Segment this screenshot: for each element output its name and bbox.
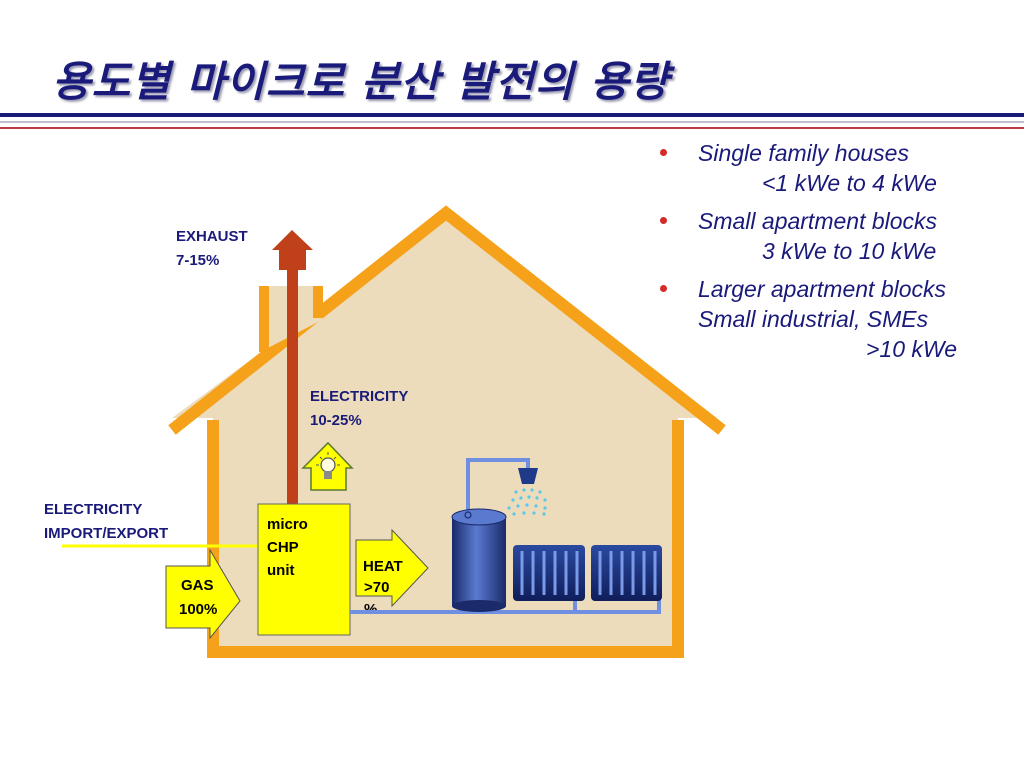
chp-label-line1: micro xyxy=(267,516,308,533)
list-item: Small apartment blocks 3 kWe to 10 kWe xyxy=(660,206,1020,266)
radiator-2 xyxy=(591,545,662,601)
bullet-icon xyxy=(660,217,667,224)
heat-value: >70 xyxy=(364,579,389,596)
heat-unit: % xyxy=(364,601,377,618)
gas-value: 100% xyxy=(179,601,217,618)
title-rule-red xyxy=(0,127,1024,129)
title-rule-gray xyxy=(0,121,1024,123)
flue-pipe xyxy=(287,268,298,504)
chp-label-line2: CHP xyxy=(267,539,299,556)
heat-label: HEAT xyxy=(363,558,403,575)
capacity-list: Single family houses <1 kWe to 4 kWe Sma… xyxy=(660,138,1020,372)
house-roof-outline xyxy=(168,205,726,435)
bullet-line2: 3 kWe to 10 kWe xyxy=(762,238,937,264)
grid-label-line1: ELECTRICITY xyxy=(44,501,142,518)
shower-water-drops xyxy=(507,488,547,516)
bullet-line2: <1 kWe to 4 kWe xyxy=(762,170,937,196)
gas-label: GAS xyxy=(181,577,214,594)
list-item: Single family houses <1 kWe to 4 kWe xyxy=(660,138,1020,198)
bullet-icon xyxy=(660,149,667,156)
electricity-label: ELECTRICITY xyxy=(310,388,408,405)
exhaust-label: EXHAUST xyxy=(176,228,248,245)
house-wall-outline xyxy=(207,420,684,658)
bullet-line2: Small industrial, SMEs xyxy=(698,306,929,332)
bullet-line3: >10 kWe xyxy=(866,336,957,362)
radiator-1 xyxy=(513,545,585,601)
electricity-value: 10-25% xyxy=(310,412,362,429)
shower-head-icon xyxy=(518,468,538,484)
exhaust-arrow xyxy=(272,230,313,270)
bullet-line1: Single family houses xyxy=(698,140,909,166)
list-item: Larger apartment blocks Small industrial… xyxy=(660,274,1020,364)
heating-pipes xyxy=(350,458,661,614)
exhaust-value: 7-15% xyxy=(176,252,219,269)
lightbulb-icon xyxy=(316,452,340,479)
grid-label-line2: IMPORT/EXPORT xyxy=(44,525,168,542)
hot-water-tank xyxy=(451,508,507,612)
gas-arrow xyxy=(165,548,241,640)
bullet-icon xyxy=(660,285,667,292)
chp-unit-box xyxy=(257,503,351,636)
page-title: 용도별 마이크로 분산 발전의 용량 xyxy=(52,57,670,106)
bullet-line1: Small apartment blocks xyxy=(698,208,938,234)
title-rule-dark xyxy=(0,113,1024,117)
chp-label-line3: unit xyxy=(267,562,295,579)
bullet-line1: Larger apartment blocks xyxy=(698,276,947,302)
heat-arrow xyxy=(355,528,429,608)
